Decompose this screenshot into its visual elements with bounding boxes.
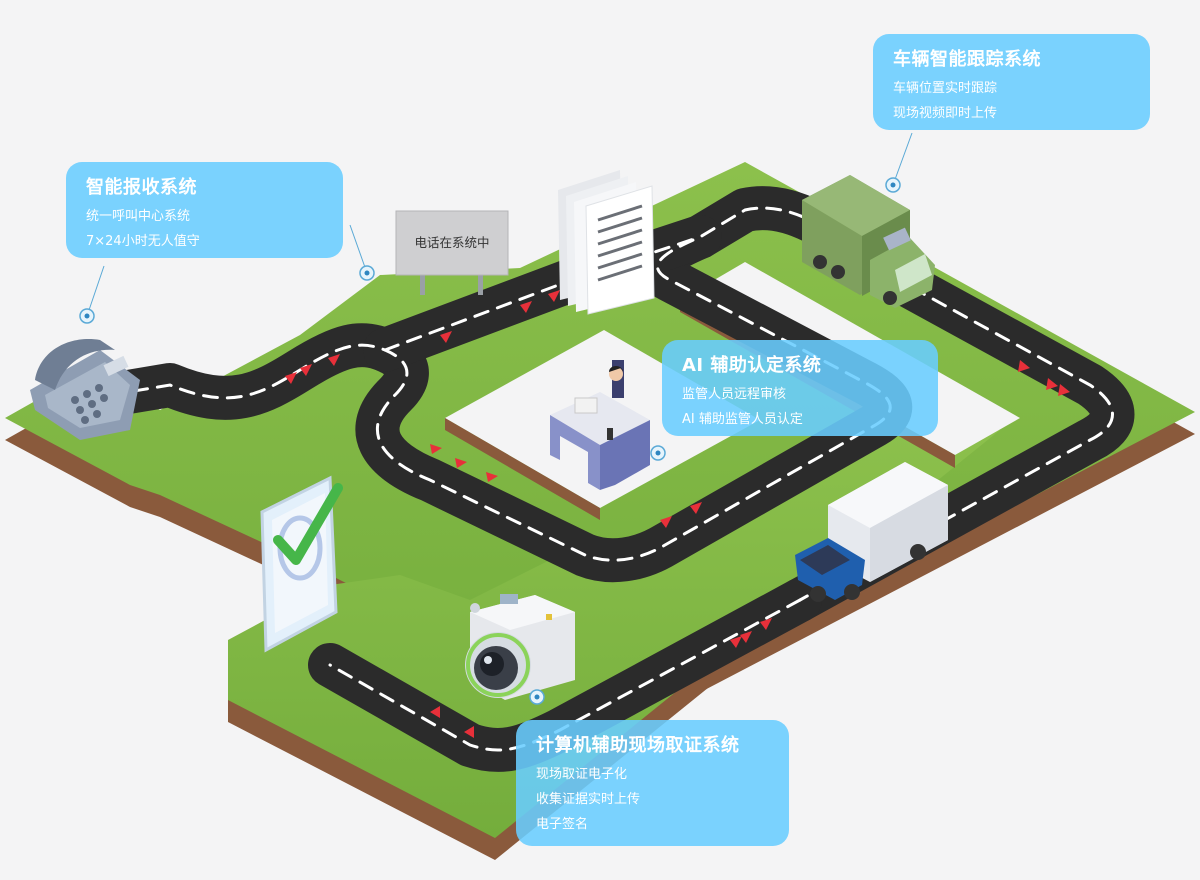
callout-line: 车辆位置实时跟踪 xyxy=(893,81,998,96)
callout-title: AI 辅助认定系统 xyxy=(682,355,822,376)
billboard-label: 电话在系统中 xyxy=(414,235,489,250)
camera-icon xyxy=(465,594,575,700)
callout-line: 现场取证电子化 xyxy=(536,767,628,782)
callout-line: 电子签名 xyxy=(536,817,589,832)
green-truck-icon xyxy=(802,175,935,308)
telephone-icon xyxy=(30,339,140,440)
node-marker xyxy=(359,265,375,281)
callout-line: 监管人员远程审核 xyxy=(682,387,787,402)
callout-line: AI 辅助监管人员认定 xyxy=(682,412,803,427)
callout-line: 统一呼叫中心系统 xyxy=(86,209,191,224)
phone-check-icon xyxy=(260,475,343,653)
callout-line: 现场视频即时上传 xyxy=(893,106,998,121)
office-desk-icon xyxy=(550,360,650,490)
callout-connectors xyxy=(86,132,913,317)
billboard-icon: 电话在系统中 xyxy=(395,210,509,295)
documents-icon xyxy=(558,170,655,315)
callout-smart-reception: 智能报收系统 统一呼叫中心系统 7×24小时无人值守 xyxy=(66,162,343,258)
blue-truck-icon xyxy=(795,462,948,602)
node-marker xyxy=(885,177,901,193)
callout-vehicle-tracking: 车辆智能跟踪系统 车辆位置实时跟踪 现场视频即时上传 xyxy=(873,34,1150,130)
callout-line: 收集证据实时上传 xyxy=(536,792,641,807)
node-marker xyxy=(529,689,545,705)
node-markers xyxy=(79,177,901,705)
callout-ai-identification: AI 辅助认定系统 监管人员远程审核 AI 辅助监管人员认定 xyxy=(662,340,938,436)
node-marker xyxy=(650,445,666,461)
node-marker xyxy=(79,308,95,324)
callout-line: 7×24小时无人值守 xyxy=(86,234,200,249)
callout-title: 智能报收系统 xyxy=(86,177,197,198)
direction-arrows xyxy=(285,290,1070,738)
callout-title: 计算机辅助现场取证系统 xyxy=(536,735,740,756)
callout-evidence-collection: 计算机辅助现场取证系统 现场取证电子化 收集证据实时上传 电子签名 xyxy=(516,720,789,846)
callout-title: 车辆智能跟踪系统 xyxy=(893,49,1041,70)
